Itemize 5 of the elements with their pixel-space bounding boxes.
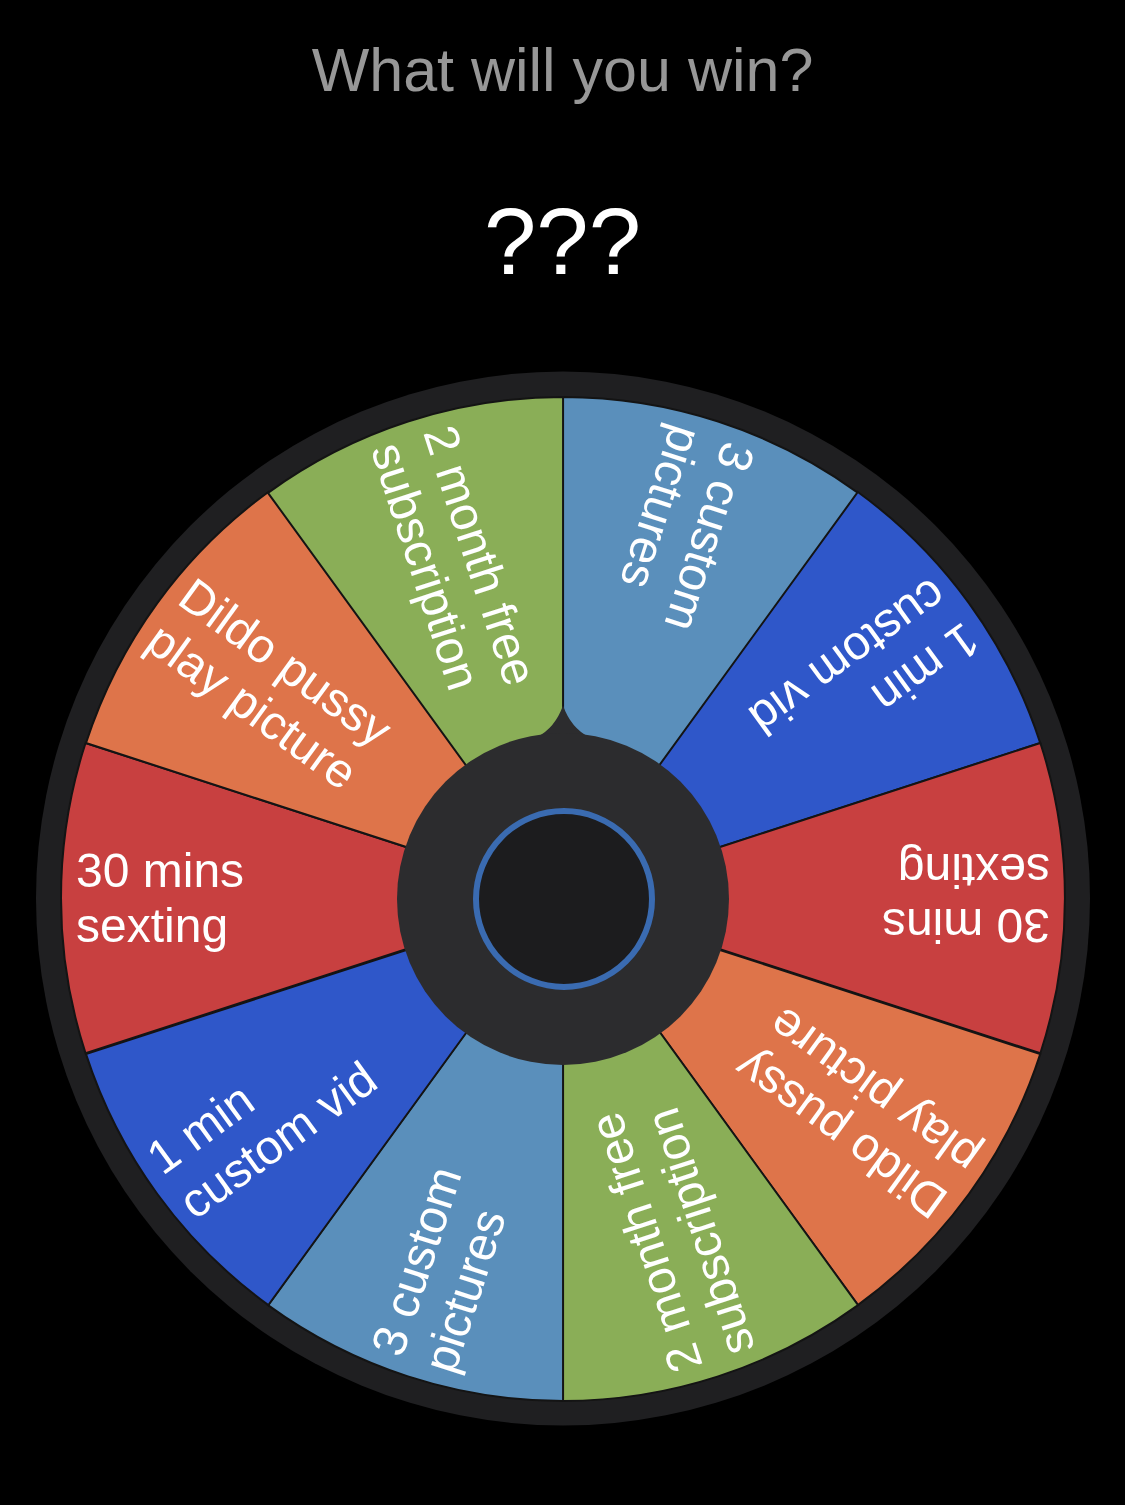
result-text: ???	[484, 194, 641, 289]
segment-label: 3 custom pictures	[609, 418, 766, 639]
segment-label: 30 mins sexting	[880, 843, 1050, 954]
segment-label: 3 custom pictures	[360, 1158, 517, 1379]
segment-label: 30 mins sexting	[76, 843, 246, 954]
